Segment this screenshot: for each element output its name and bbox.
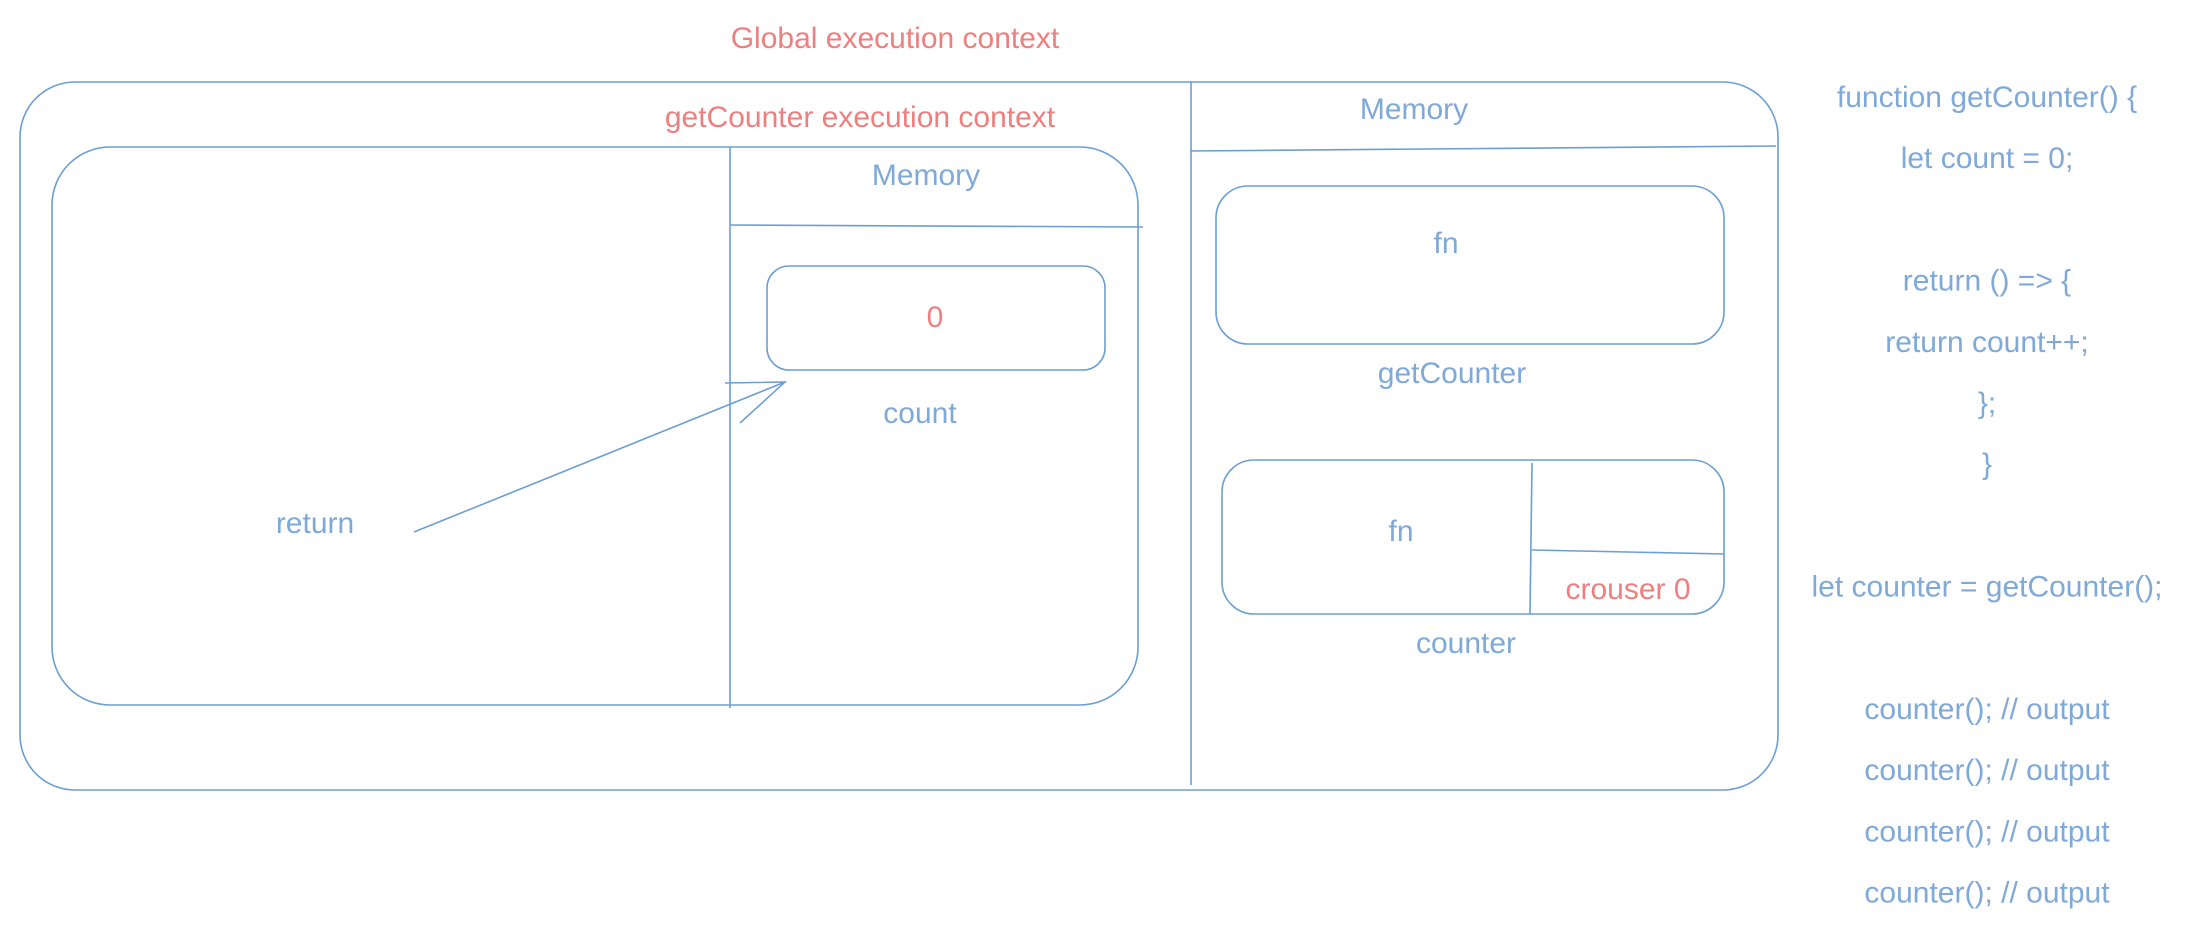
code-line: return count++;: [1885, 326, 2088, 359]
getcounter-slot-value: fn: [1433, 227, 1458, 260]
count-slot-label: count: [883, 397, 957, 430]
code-line: counter(); // output: [1864, 815, 2110, 848]
code-line: };: [1978, 387, 1996, 420]
global-memory-label: Memory: [1360, 93, 1468, 126]
counter-slot-closure-line: [1531, 549, 1725, 555]
counter-slot-label: counter: [1416, 627, 1516, 660]
code-line: function getCounter() {: [1837, 81, 2137, 114]
getcounter-memory-slot: [1215, 185, 1725, 345]
return-label: return: [276, 507, 354, 540]
global-memory-header-line: [1190, 145, 1777, 152]
return-arrow-head: [724, 381, 788, 424]
getcounter-memory-label: Memory: [872, 159, 980, 192]
code-line: return () => {: [1903, 265, 2071, 298]
count-slot-value: 0: [927, 301, 944, 334]
global-context-title: Global execution context: [731, 22, 1060, 55]
code-line: }: [1982, 448, 1992, 481]
counter-memory-slot: [1221, 459, 1725, 615]
counter-slot-closure-value: crouser 0: [1565, 573, 1690, 606]
code-listing: function getCounter() { let count = 0; ret…: [1811, 81, 2162, 910]
getcounter-slot-label: getCounter: [1378, 357, 1526, 390]
global-context-box: [19, 81, 1779, 791]
count-memory-slot: [766, 265, 1106, 371]
code-line: counter(); // output: [1864, 754, 2110, 787]
code-line: counter(); // output: [1864, 877, 2110, 910]
getcounter-context-box: [51, 146, 1139, 706]
counter-slot-divider: [1529, 462, 1533, 615]
getcounter-context-title: getCounter execution context: [665, 101, 1056, 134]
code-line: let count = 0;: [1901, 142, 2074, 175]
return-arrow-shaft: [413, 381, 786, 533]
code-line: counter(); // output: [1864, 693, 2110, 726]
counter-slot-value: fn: [1388, 515, 1413, 548]
getcounter-memory-header-line: [729, 224, 1144, 228]
code-line: let counter = getCounter();: [1811, 571, 2162, 604]
